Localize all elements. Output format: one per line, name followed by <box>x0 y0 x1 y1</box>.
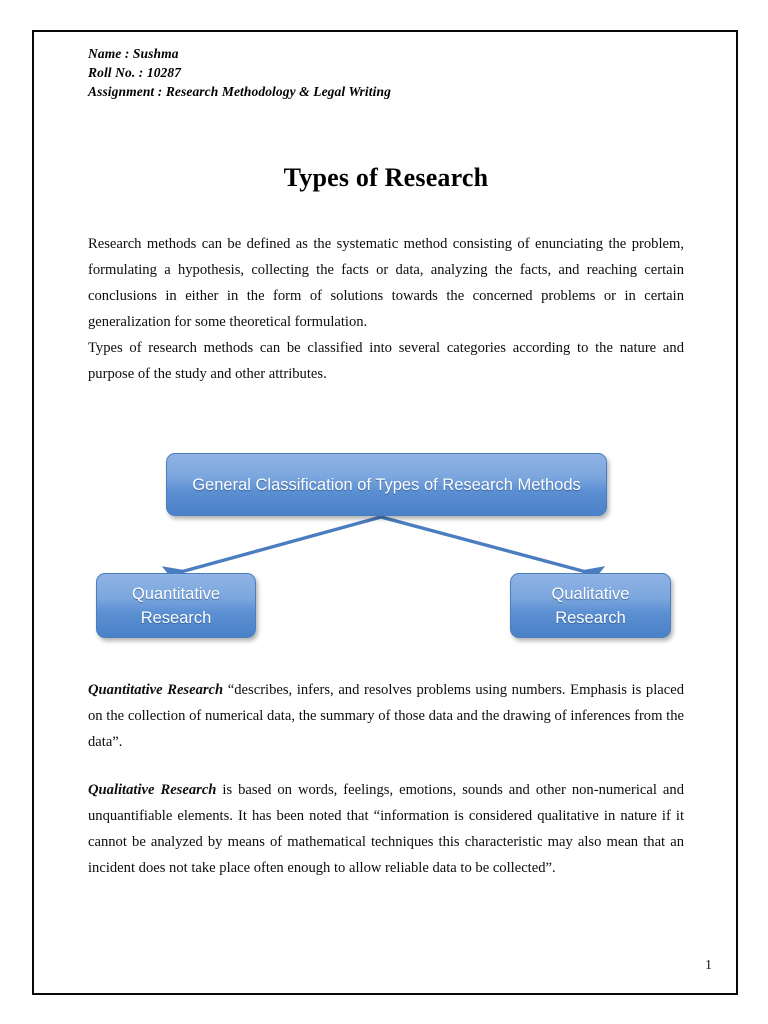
quantitative-label-line1: Quantitative <box>131 584 221 603</box>
diagram-box-root-label: General Classification of Types of Resea… <box>192 475 581 494</box>
quantitative-term: Quantitative Research <box>88 682 224 698</box>
qualitative-label-line1: Qualitative <box>551 584 630 603</box>
arrow-to-qualitative <box>380 515 606 587</box>
research-classification-diagram: General Classification of Types of Resea… <box>88 445 684 655</box>
roll-number-line: Roll No. : 10287 <box>88 65 182 80</box>
page-title: Types of Research <box>283 163 489 192</box>
qualitative-label-line2: Research <box>555 608 626 627</box>
diagram-box-qualitative: Qualitative Research <box>510 573 671 638</box>
types-paragraph: Types of research methods can be classif… <box>88 340 684 382</box>
diagram-box-qualitative-label: Qualitative Research <box>552 582 630 630</box>
page-number: 1 <box>705 958 712 973</box>
assignment-line: Assignment : Research Methodology & Lega… <box>88 84 391 99</box>
arrow-to-quantitative <box>161 515 382 587</box>
qualitative-definition-text: is based on words, feelings, emotions, s… <box>88 782 684 876</box>
diagram-box-quantitative: Quantitative Research <box>96 573 256 638</box>
document-content: Name : Sushma Roll No. : 10287 Assignmen… <box>88 44 684 881</box>
quantitative-definition-text: “describes, infers, and resolves problem… <box>88 682 684 750</box>
quantitative-label-line2: Research <box>140 608 212 627</box>
student-name-line: Name : Sushma <box>88 46 179 61</box>
qualitative-definition-paragraph: Qualitative Research is based on words, … <box>88 777 684 881</box>
diagram-box-root: General Classification of Types of Resea… <box>166 453 607 516</box>
diagram-box-quantitative-label: Quantitative Research <box>132 582 220 630</box>
intro-paragraph: Research methods can be defined as the s… <box>88 236 684 330</box>
diagram-arrows-svg <box>161 515 606 587</box>
student-info-block: Name : Sushma Roll No. : 10287 Assignmen… <box>88 44 684 101</box>
quantitative-definition-paragraph: Quantitative Research “describes, infers… <box>88 677 684 755</box>
qualitative-term: Qualitative Research <box>88 782 217 798</box>
